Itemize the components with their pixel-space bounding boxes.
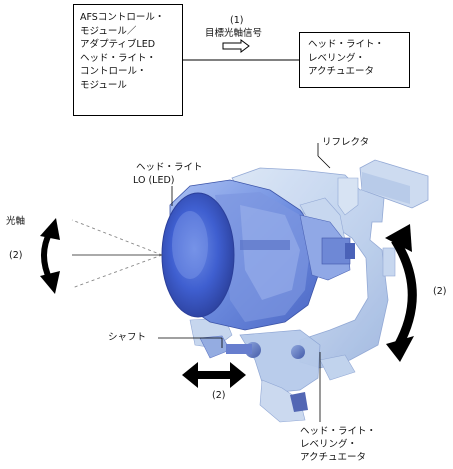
left-rotation-arrow-icon	[40, 218, 60, 294]
leader-lines	[158, 143, 331, 422]
signal-label: 目標光軸信号	[205, 28, 263, 39]
optical-axis-lines	[71, 219, 163, 289]
lower-bracket	[189, 317, 321, 423]
shaft-move-arrow-icon	[182, 362, 246, 388]
signal-number: (1)	[230, 15, 244, 26]
headlight-lo-label-line2: LO (LED)	[133, 175, 175, 186]
motion-label-bottom: (2)	[212, 390, 226, 401]
afs-module-line-3: アダプティブLED	[80, 39, 156, 50]
shaft-label: シャフト	[108, 332, 147, 343]
actuator-label-line3: アクチュエータ	[300, 452, 367, 463]
reflector-label: リフレクタ	[322, 137, 370, 148]
actuator-label-line1: ヘッド・ライト・	[300, 426, 377, 437]
afs-module-line-2: モジュール／	[80, 25, 137, 37]
headlight-lo-label-line1: ヘッド・ライト	[136, 162, 203, 173]
motion-label-left: (2)	[9, 250, 23, 261]
actuator-label-line2: レベリング・	[300, 439, 358, 450]
afs-module-line-1: AFSコントロール・	[80, 12, 165, 23]
afs-module-line-4: ヘッド・ライト・	[80, 52, 157, 64]
afs-module-line-6: モジュール	[80, 79, 127, 91]
actuator-box-line-2: レベリング・	[308, 52, 366, 64]
actuator-box-line-1: ヘッド・ライト・	[308, 39, 385, 50]
headlight-unit	[161, 179, 355, 331]
afs-module-line-5: コントロール・	[80, 66, 147, 77]
actuator-box-line-3: アクチュエータ	[308, 66, 375, 77]
motion-label-right: (2)	[433, 286, 447, 297]
right-rotation-arrow-icon	[385, 224, 417, 362]
signal-arrow-icon	[222, 39, 250, 53]
optical-axis-label: 光軸	[6, 216, 26, 227]
afs-control-module-box: AFSコントロール・ モジュール／ アダプティブLED ヘッド・ライト・ コント…	[73, 4, 183, 116]
leveling-actuator-box: ヘッド・ライト・ レベリング・ アクチュエータ	[299, 32, 410, 88]
